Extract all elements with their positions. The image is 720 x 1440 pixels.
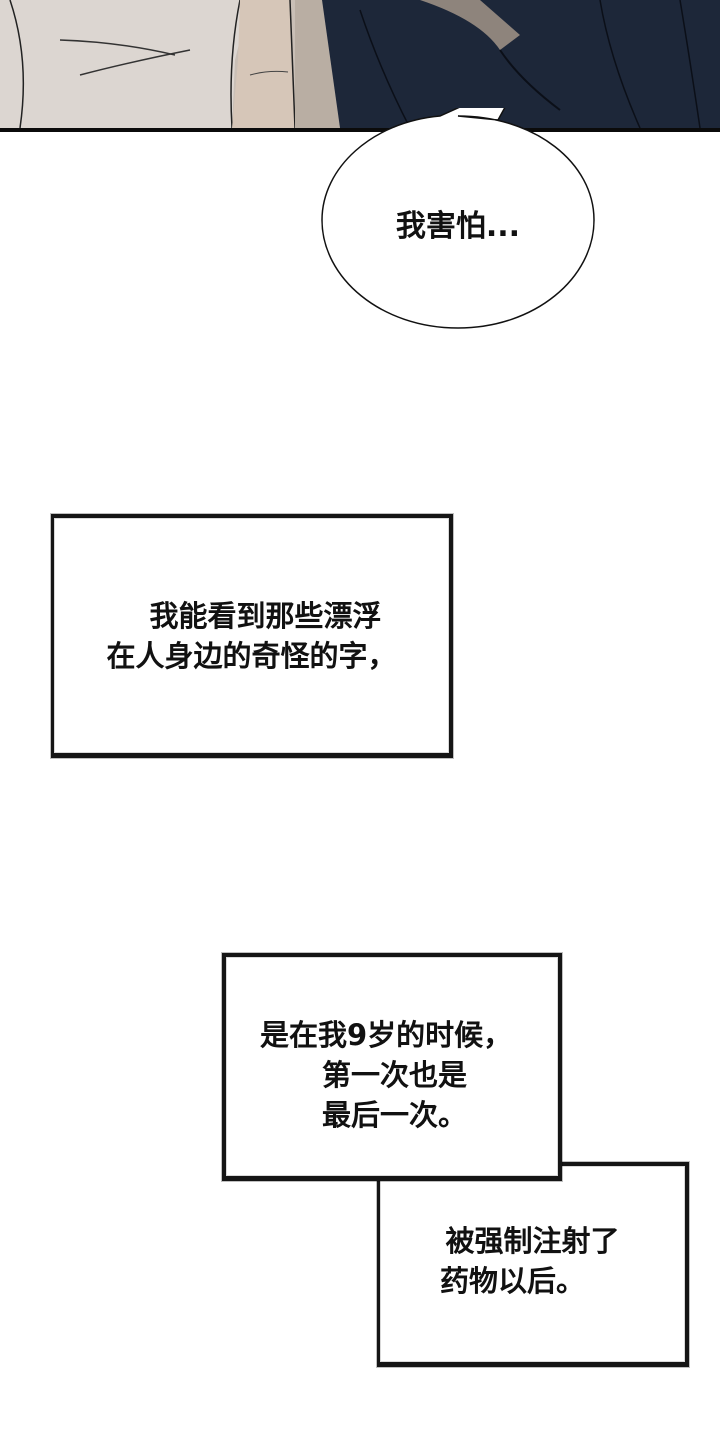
- speech-bubble-text: 我害怕...: [395, 209, 521, 244]
- caption-line: 我能看到那些漂浮: [149, 598, 382, 633]
- caption-line: 在人身边的奇怪的字，: [106, 638, 397, 673]
- caption-line: 药物以后。: [439, 1264, 585, 1298]
- caption-line: 是在我9岁的时候，: [260, 1018, 513, 1052]
- caption-line: 被强制注射了: [445, 1224, 620, 1258]
- narration-caption-2: 是在我9岁的时候， 第一次也是 最后一次。: [222, 953, 562, 1181]
- narration-caption-1: 我能看到那些漂浮 在人身边的奇怪的字，: [51, 514, 453, 758]
- caption-line: 第一次也是: [322, 1058, 468, 1092]
- characters-illustration: [0, 0, 720, 128]
- narration-caption-3: 被强制注射了 药物以后。: [377, 1162, 689, 1367]
- speech-bubble: 我害怕...: [320, 108, 596, 330]
- speech-bubble-outline: [321, 108, 595, 329]
- comic-panel-top: [0, 0, 720, 132]
- caption-line: 最后一次。: [322, 1098, 468, 1132]
